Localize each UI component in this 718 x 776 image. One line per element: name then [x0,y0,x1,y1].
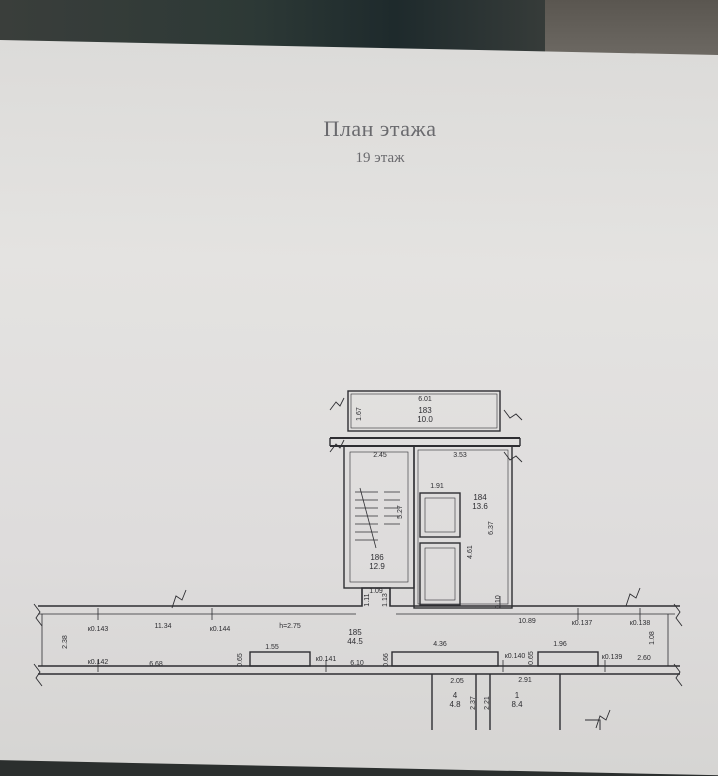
dim-6-01: 6.01 [418,396,432,403]
room-4-number: 4 [453,691,458,700]
background-fabric [545,0,718,60]
dim-4-61: 4.61 [467,545,474,559]
door-1 [249,651,311,667]
dim-2-38: 2.38 [62,635,69,649]
marker-k0-140: к0.140 [505,653,526,660]
dim-2-05: 2.05 [450,678,464,685]
dim-0-65-right: 0.65 [528,651,535,665]
room-183-outline [347,390,501,432]
dim-2-60: 2.60 [637,655,651,662]
marker-k0-144: к0.144 [210,626,231,633]
dim-2-45: 2.45 [373,452,387,459]
dim-6-68: 6.68 [149,661,163,668]
room-183-number: 183 [418,406,432,415]
marker-k0-141: к0.141 [316,656,337,663]
dim-2-37: 2.37 [470,696,477,710]
dim-0-65-left: 0.65 [237,653,244,667]
room-183-area: 10.0 [417,415,433,424]
dim-3-53: 3.53 [453,452,467,459]
dim-11-34: 11.34 [155,623,172,630]
dim-1-91: 1.91 [430,483,444,490]
dim-1-11: 1.11 [364,593,371,606]
marker-k0-139: к0.139 [602,654,623,661]
door-2 [391,651,499,667]
elevator-1 [419,492,461,538]
dim-1-13: 1.13 [382,593,389,607]
room-4-area: 4.8 [449,700,461,709]
room-1-area: 8.4 [511,700,523,709]
ceiling-height: h=2.75 [279,623,301,630]
dim-1-08: 1.08 [649,631,656,645]
page-subtitle: 19 этаж [355,150,405,166]
door-3 [537,651,599,667]
marker-k0-137: к0.137 [572,620,593,627]
room-186-number: 186 [370,553,384,562]
dim-0-10: 0.10 [495,595,502,609]
dim-2-91: 2.91 [518,677,532,684]
room-185-number: 185 [348,628,362,637]
dim-4-36: 4.36 [433,641,447,648]
room-183-inner [350,393,498,429]
marker-k0-142: к0.142 [88,659,109,666]
page-title: План этажа [323,116,437,141]
elevator-2 [419,542,461,606]
dim-2-21: 2.21 [484,696,491,710]
dim-1-09: 1.09 [369,588,383,595]
room-186-area: 12.9 [369,562,385,571]
dim-0-66: 0.66 [383,653,390,667]
room-184-number: 184 [473,493,487,502]
dim-6-37: 6.37 [488,521,495,535]
room-184-outline [413,445,513,609]
floor-plan-drawing: 183 10.0 184 13.6 186 12.9 185 44.5 4 4.… [0,0,718,730]
dim-5-27: 5.27 [397,505,404,519]
room-185-area: 44.5 [347,637,363,646]
dim-1-67: 1.67 [356,407,363,421]
dim-6-10: 6.10 [350,660,364,667]
dim-10-89: 10.89 [518,618,536,625]
dim-1-96: 1.96 [553,641,567,648]
marker-k0-138: к0.138 [630,620,651,627]
dim-1-55: 1.55 [265,644,279,651]
room-1-number: 1 [515,691,520,700]
marker-k0-143: к0.143 [88,626,109,633]
room-184-area: 13.6 [472,502,488,511]
